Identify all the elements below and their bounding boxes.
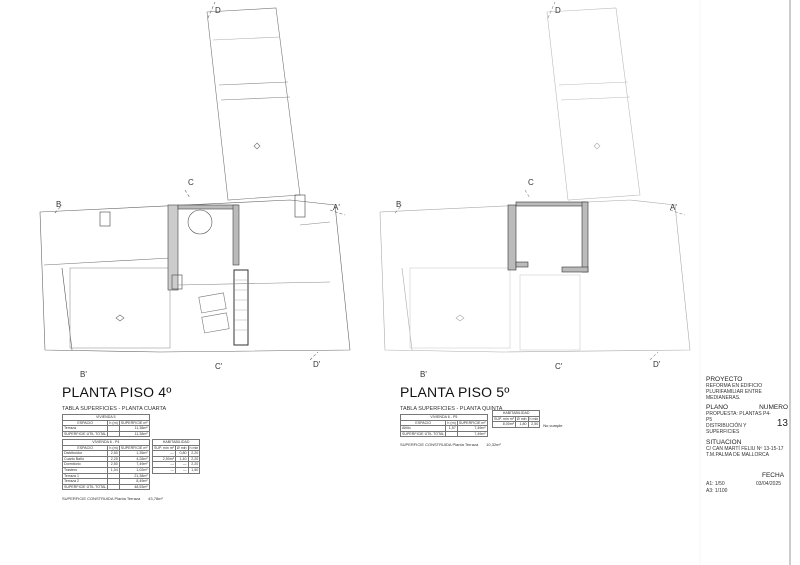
section-marker-d-prime: D' (653, 360, 661, 369)
table-title: TABLA SUPERFICIES - PLANTA CUARTA (62, 406, 167, 412)
fecha-label: FECHA (762, 472, 785, 479)
situacion-line: C/ CAN MARTÍ FELIU Nº 13-15-17 (706, 446, 784, 452)
floor-outline (39, 199, 351, 353)
plano-line: DISTRIBUCIÓN Y SUPERFICIES (706, 423, 747, 435)
lounger (201, 312, 230, 334)
section-marker-c: C (188, 178, 194, 187)
table-row: ——2,20 (152, 461, 201, 468)
lounger (198, 292, 227, 314)
plan-floor-5 (379, 1, 691, 361)
section-marker-d: D (555, 6, 561, 15)
constructed-area-value: 10,32m² (486, 442, 501, 447)
constructed-area-label: SUPERFICIE CONSTRUIDA Planta Terraza (62, 496, 141, 501)
table-title: TABLA SUPERFICIES - PLANTA QUINTA (400, 406, 503, 412)
wall (167, 204, 179, 291)
table-name: VIVIENDA 5 (62, 414, 150, 421)
fecha-value: 03/04/2025 (756, 481, 782, 487)
table-row: ——1,50 (152, 467, 201, 474)
scale-a1: A1: 1/50 (706, 481, 725, 487)
section-marker-b: B (56, 200, 62, 209)
plano-line: PROPUESTA: PLANTAS P4-P5 (706, 411, 771, 423)
table-name: VIVIENDA 6 - P5 (400, 414, 488, 421)
sheet-number: 13 (776, 417, 788, 429)
situacion-label: SITUACION (706, 439, 742, 446)
section-marker-a-prime: A' (670, 203, 677, 212)
section-marker-d: D (215, 6, 221, 15)
constructed-area-label: SUPERFICIE CONSTRUIDA Planta Terraza (400, 442, 479, 447)
plan-floor-4 (39, 1, 351, 361)
section-marker-c: C (528, 178, 534, 187)
plan-title: PLANTA PISO 4º (62, 384, 172, 400)
title-block: PROYECTO REFORMA EN EDIFICIO PLURIFAMILI… (706, 376, 788, 458)
section-marker-c-prime: C' (555, 362, 563, 371)
section-marker-c-prime: C' (215, 362, 223, 371)
upper-volume-outline (546, 7, 641, 201)
section-marker-b: B (396, 200, 402, 209)
section-marker-b-prime: B' (420, 370, 427, 379)
roof-pattern (519, 274, 581, 351)
void-courtyard (69, 267, 171, 349)
proyecto-line: REFORMA EN EDIFICIO (706, 383, 763, 389)
constructed-area-value: 43,78m² (148, 496, 163, 501)
stair (233, 269, 249, 346)
proyecto-label: PROYECTO (706, 376, 743, 383)
plano-label: PLANO (706, 404, 729, 411)
floor-outline (379, 199, 691, 353)
numero-label: NUMERO (759, 404, 788, 411)
section-marker-a-prime: A' (333, 203, 340, 212)
section-marker-b-prime: B' (80, 370, 87, 379)
wall (507, 204, 517, 271)
constructed-area: SUPERFICIE CONSTRUIDA Planta Terraza 43,… (62, 496, 163, 501)
shower-circle (187, 209, 213, 235)
situacion-line: T.M.PALMA DE MALLORCA (706, 452, 769, 458)
proyecto-line: PLURIFAMILIAR ENTRE MEDIANERAS. (706, 389, 762, 401)
chimney (99, 211, 111, 227)
plan-title: PLANTA PISO 5º (400, 384, 510, 400)
table-name: VIVIENDA 6 - P4 (62, 439, 150, 446)
habitabilidad-note: No cumple (543, 422, 563, 428)
chimney (171, 274, 183, 290)
constructed-area: SUPERFICIE CONSTRUIDA Planta Terraza 10,… (400, 442, 501, 447)
section-marker-d-prime: D' (313, 360, 321, 369)
upper-volume-outline (206, 7, 301, 201)
scale-a3: A3: 1/100 (706, 488, 728, 494)
